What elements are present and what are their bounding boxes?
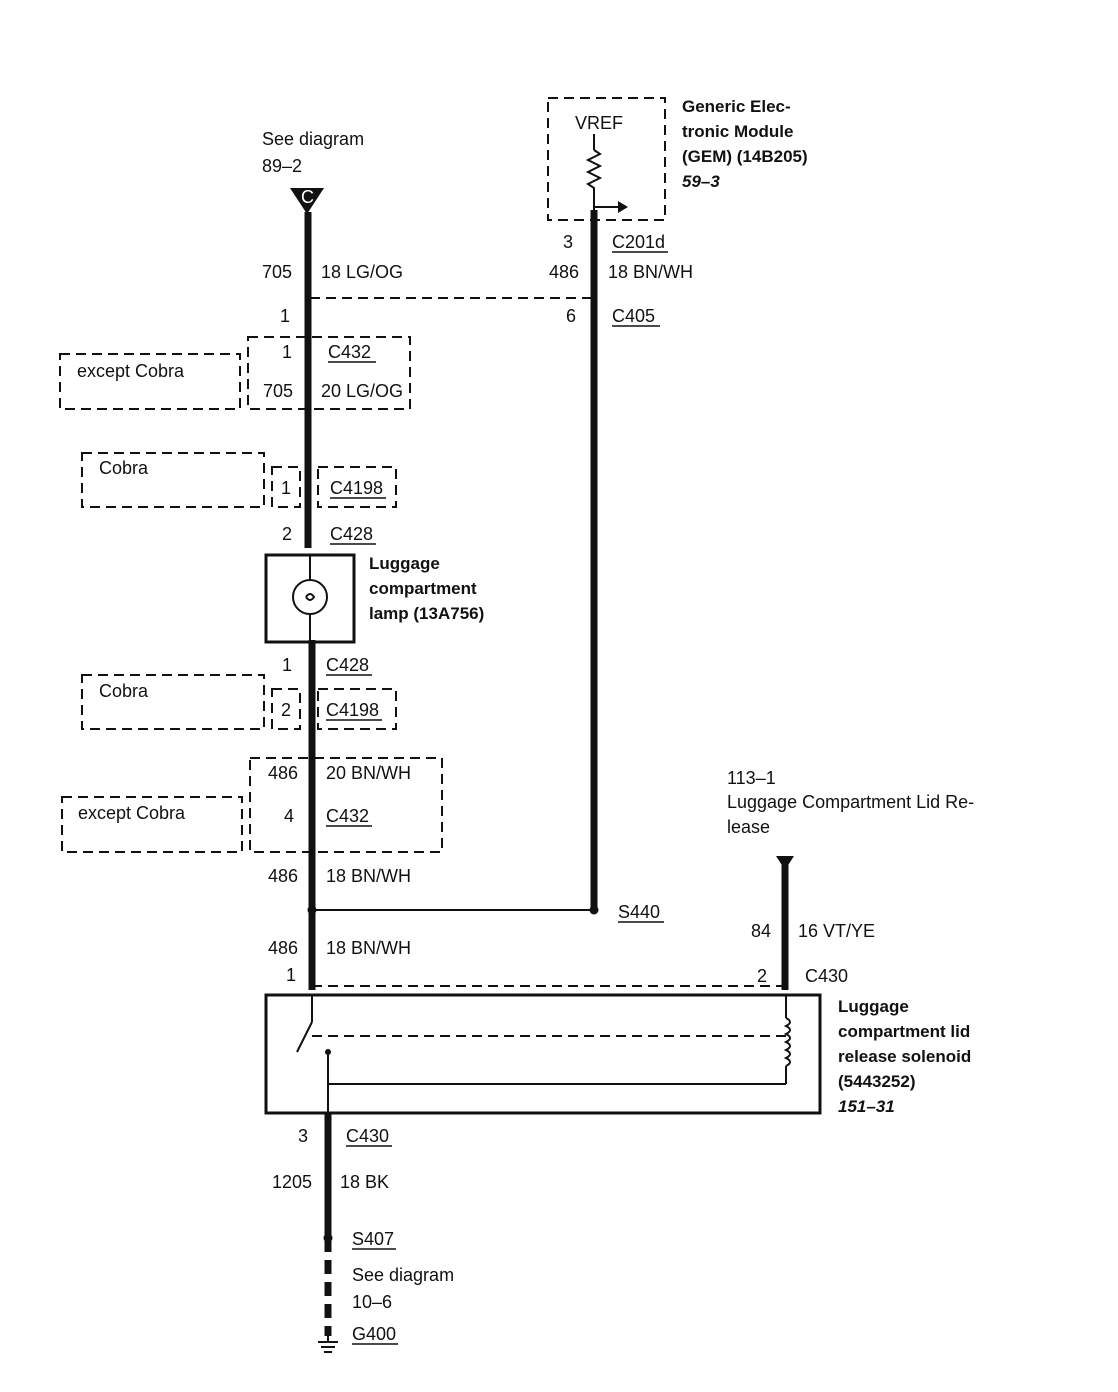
mid-gauge: 18 BN/WH: [608, 262, 693, 282]
gem-module: VREF Generic Elec- tronic Module (GEM) (…: [547, 97, 808, 221]
lamp-icon: [292, 579, 328, 615]
splice-dot-left: [307, 905, 317, 915]
right-circuit: 84: [751, 921, 771, 941]
pin-c432-upper: 1: [282, 342, 292, 362]
top-ref-num: 89–2: [262, 156, 302, 176]
option-box-cobra-lower: [81, 674, 265, 730]
c4198-lower-conn-box: [317, 688, 397, 730]
conn-c405: C405: [612, 306, 655, 326]
solenoid-name-line3: release solenoid: [838, 1047, 971, 1066]
lamp-name-line2: compartment: [369, 579, 477, 598]
gem-vref-label: VREF: [575, 113, 623, 133]
conn-c428-upper: C428: [330, 524, 373, 544]
option-box-except-cobra-upper: [59, 353, 241, 410]
solenoid: Luggage compartment lid release solenoid…: [264, 993, 971, 1116]
conn-c4198-upper: C4198: [330, 478, 383, 498]
conn-c201d: C201d: [612, 232, 665, 252]
ground-circuit: 1205: [272, 1172, 312, 1192]
left-gauge-low3: 18 BN/WH: [326, 938, 411, 958]
left-circuit-top: 705: [262, 262, 292, 282]
right-ref-line2: lease: [727, 817, 770, 837]
c4198-upper-pin-box: [271, 466, 301, 508]
pin-c430-ground: 3: [298, 1126, 308, 1146]
bottom-ref-see: See diagram: [352, 1265, 454, 1285]
left-circuit-low2: 486: [268, 866, 298, 886]
conn-c432-lower: C432: [326, 806, 369, 826]
gem-name-line3: (GEM) (14B205): [682, 147, 808, 166]
c4198-upper-conn-box: [317, 466, 397, 508]
right-gauge: 16 VT/YE: [798, 921, 875, 941]
left-gauge-low2: 18 BN/WH: [326, 866, 411, 886]
c4198-lower-pin-box: [271, 688, 301, 730]
ground-gauge: 18 BK: [340, 1172, 389, 1192]
left-gauge-low1: 20 BN/WH: [326, 763, 411, 783]
pin-c428-lower: 1: [282, 655, 292, 675]
pin-c405-mid: 6: [566, 306, 576, 326]
c432-upper-box: [247, 336, 411, 410]
solenoid-page-ref: 151–31: [838, 1097, 895, 1116]
conn-c430-right: C430: [805, 966, 848, 986]
gem-name-line1: Generic Elec-: [682, 97, 791, 116]
left-gauge-mid: 20 LG/OG: [321, 381, 403, 401]
splice-dot-s407: [323, 1233, 333, 1243]
conn-c432-upper: C432: [328, 342, 371, 362]
right-ref-line1: Luggage Compartment Lid Re-: [727, 792, 974, 812]
mid-circuit: 486: [549, 262, 579, 282]
gem-dashed-box: [547, 97, 666, 221]
splice-s407-label: S407: [352, 1229, 394, 1249]
conn-c428-lower: C428: [326, 655, 369, 675]
solenoid-box: [264, 993, 822, 1115]
ground-g400-label: G400: [352, 1324, 396, 1344]
option-box-cobra-upper: [81, 452, 265, 508]
option-box-except-cobra-lower: [61, 796, 243, 853]
mid-wire: 3 C201d 486 18 BN/WH 6 C405 S440: [549, 210, 693, 923]
right-ref-num: 113–1: [727, 768, 776, 788]
pin-c201d: 3: [563, 232, 573, 252]
left-circuit-low3: 486: [268, 938, 298, 958]
splice-s440-label: S440: [618, 902, 660, 922]
right-wire: 113–1 Luggage Compartment Lid Re- lease …: [727, 768, 974, 990]
pin-c4198-lower: 2: [281, 700, 291, 720]
c432-lower-box: [249, 757, 443, 853]
left-wire: See diagram 89–2 C 705 18 LG/OG 1 except…: [59, 129, 484, 990]
conn-c430-ground: C430: [346, 1126, 389, 1146]
coil-icon: [783, 1017, 791, 1067]
ground-wire: 3 C430 1205 18 BK S407 See diagram 10–6 …: [272, 1113, 454, 1353]
connector-arrow-icon: [290, 188, 324, 214]
gem-name-line2: tronic Module: [682, 122, 793, 141]
pin-c430-left: 1: [286, 965, 296, 985]
option-except-cobra-lower: except Cobra: [78, 803, 186, 823]
pin-c4198-upper: 1: [281, 478, 291, 498]
left-gauge-top: 18 LG/OG: [321, 262, 403, 282]
pin-c432-lower: 4: [284, 806, 294, 826]
top-ref-see: See diagram: [262, 129, 364, 149]
top-ref-letter: C: [301, 187, 314, 207]
gem-page-ref: 59–3: [682, 172, 720, 191]
switch-contact-icon: [325, 1049, 331, 1055]
pin-c430-right: 2: [757, 966, 767, 986]
pin-c405-left: 1: [280, 306, 290, 326]
solenoid-name-line1: Luggage: [838, 997, 909, 1016]
option-cobra-lower: Cobra: [99, 681, 149, 701]
lamp-name-line3: lamp (13A756): [369, 604, 484, 623]
switch-icon: [296, 1021, 313, 1053]
pin-c428-upper: 2: [282, 524, 292, 544]
arrow-icon: [618, 201, 628, 213]
option-cobra-upper: Cobra: [99, 458, 149, 478]
lamp-name-line1: Luggage: [369, 554, 440, 573]
lamp-filament-icon: [305, 593, 316, 601]
option-except-cobra-upper: except Cobra: [77, 361, 185, 381]
left-circuit-mid: 705: [263, 381, 293, 401]
left-circuit-low1: 486: [268, 763, 298, 783]
bottom-ref-num: 10–6: [352, 1292, 392, 1312]
solenoid-name-line2: compartment lid: [838, 1022, 970, 1041]
conn-c4198-lower: C4198: [326, 700, 379, 720]
resistor-icon: [585, 149, 603, 210]
solenoid-name-line4: (5443252): [838, 1072, 916, 1091]
ground-icon: [318, 1341, 338, 1353]
